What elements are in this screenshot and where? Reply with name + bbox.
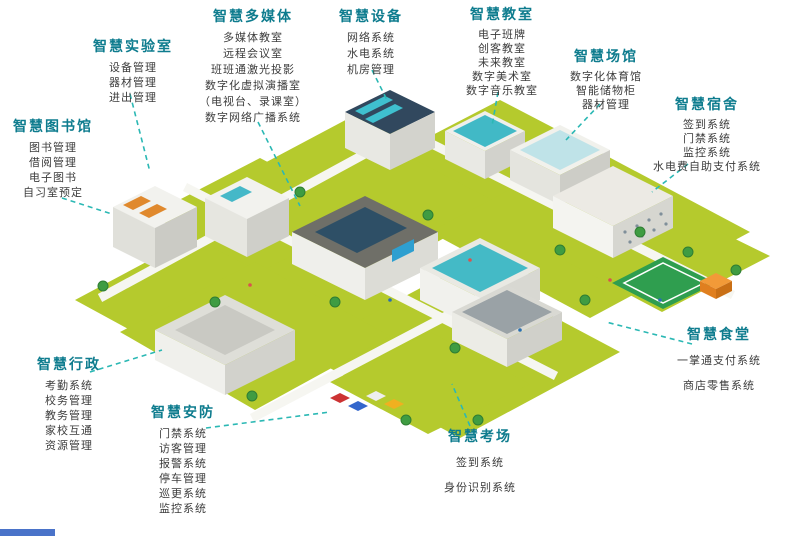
label-item: 资源管理 bbox=[45, 439, 93, 452]
connector-admin bbox=[89, 349, 163, 373]
label-item: 商店零售系统 bbox=[683, 379, 755, 392]
group-title-classroom: 智慧教室 bbox=[470, 7, 534, 23]
label-item: 器材管理 bbox=[109, 76, 157, 89]
label-item: 数字音乐教室 bbox=[466, 84, 538, 97]
group-title-venue: 智慧场馆 bbox=[574, 49, 638, 65]
label-item: 巡更系统 bbox=[159, 487, 207, 500]
label-item: 校务管理 bbox=[45, 394, 93, 407]
label-item: 一掌通支付系统 bbox=[677, 354, 761, 367]
group-title-canteen: 智慧食堂 bbox=[687, 327, 751, 343]
label-group-security: 智慧安防 门禁系统 访客管理 报警系统 停车管理 巡更系统 监控系统 bbox=[133, 402, 233, 516]
classroom-building bbox=[445, 111, 525, 179]
connector-classroom bbox=[491, 91, 499, 127]
laboratory-building bbox=[205, 177, 289, 257]
label-item: 门禁系统 bbox=[159, 427, 207, 440]
label-item: 图书管理 bbox=[29, 141, 77, 154]
connector-exam bbox=[451, 383, 471, 427]
group-title-security: 智慧安防 bbox=[151, 405, 215, 421]
label-group-equipment: 智慧设备 网络系统 水电系统 机房管理 bbox=[325, 6, 417, 78]
connector-dorm bbox=[651, 163, 689, 193]
cafeteria-building bbox=[452, 285, 562, 367]
label-item: 数字网络广播系统 bbox=[205, 111, 301, 124]
label-group-admin: 智慧行政 考勤系统 校务管理 教务管理 家校互通 资源管理 bbox=[19, 354, 119, 453]
label-item: 未来教室 bbox=[478, 56, 526, 69]
venue-building bbox=[510, 125, 610, 205]
label-item: 设备管理 bbox=[109, 61, 157, 74]
label-item: 进出管理 bbox=[109, 91, 157, 104]
label-item: 创客教室 bbox=[478, 42, 526, 55]
label-item: 电子图书 bbox=[29, 171, 77, 184]
trees bbox=[97, 186, 742, 426]
connector-security bbox=[205, 411, 331, 429]
cropped-edge-artifact bbox=[0, 529, 55, 536]
multimedia-hall-building bbox=[292, 196, 438, 300]
group-title-lab: 智慧实验室 bbox=[93, 39, 173, 55]
parked-cars bbox=[330, 391, 404, 411]
label-item: 自习室预定 bbox=[23, 186, 83, 199]
group-title-admin: 智慧行政 bbox=[37, 357, 101, 373]
label-item: 智能储物柜 bbox=[576, 84, 636, 97]
label-group-library: 智慧图书馆 图书管理 借阅管理 电子图书 自习室预定 bbox=[5, 116, 101, 200]
library-building bbox=[113, 186, 197, 268]
label-item: 器材管理 bbox=[582, 98, 630, 111]
connector-library bbox=[61, 197, 113, 215]
people-dots bbox=[248, 258, 662, 332]
group-title-equipment: 智慧设备 bbox=[339, 9, 403, 25]
label-item: 身份识别系统 bbox=[444, 481, 516, 494]
label-item: 监控系统 bbox=[683, 146, 731, 159]
label-group-exam: 智慧考场 签到系统 身份识别系统 bbox=[424, 426, 536, 500]
label-item: 网络系统 bbox=[347, 31, 395, 44]
connector-canteen bbox=[605, 321, 693, 345]
label-item: 数字化体育馆 bbox=[570, 70, 642, 83]
school-bus bbox=[700, 273, 732, 299]
admin-building bbox=[155, 295, 295, 395]
label-item: 数字美术室 bbox=[472, 70, 532, 83]
label-item: 签到系统 bbox=[683, 118, 731, 131]
label-item: 报警系统 bbox=[159, 457, 207, 470]
label-item: 监控系统 bbox=[159, 502, 207, 515]
connector-lines bbox=[61, 69, 693, 429]
label-item: 电子班牌 bbox=[478, 28, 526, 41]
label-item: 借阅管理 bbox=[29, 156, 77, 169]
group-title-dorm: 智慧宿舍 bbox=[675, 97, 739, 113]
label-item: 多媒体教室 bbox=[223, 31, 283, 44]
label-item: 机房管理 bbox=[347, 63, 395, 76]
label-group-multimedia: 智慧多媒体 多媒体教室 远程会议室 班班通激光投影 数字化虚拟演播室 （电视台、… bbox=[187, 6, 319, 126]
label-item: 水电费自助支付系统 bbox=[653, 160, 761, 173]
label-group-canteen: 智慧食堂 一掌通支付系统 商店零售系统 bbox=[640, 324, 798, 398]
label-group-lab: 智慧实验室 设备管理 器材管理 进出管理 bbox=[83, 36, 183, 105]
connector-multimedia bbox=[257, 121, 301, 207]
label-item: 远程会议室 bbox=[223, 47, 283, 60]
label-item: 门禁系统 bbox=[683, 132, 731, 145]
connector-equipment bbox=[371, 69, 389, 103]
connector-lab bbox=[129, 93, 151, 173]
label-item: 数字化虚拟演播室 bbox=[205, 79, 301, 92]
label-item: 考勤系统 bbox=[45, 379, 93, 392]
label-item: 家校互通 bbox=[45, 424, 93, 437]
label-item: 签到系统 bbox=[456, 456, 504, 469]
label-group-venue: 智慧场馆 数字化体育馆 智能储物柜 器材管理 bbox=[545, 46, 667, 112]
label-item: 访客管理 bbox=[159, 442, 207, 455]
group-title-multimedia: 智慧多媒体 bbox=[213, 9, 293, 25]
label-group-classroom: 智慧教室 电子班牌 创客教室 未来教室 数字美术室 数字音乐教室 bbox=[451, 4, 553, 98]
label-item: 教务管理 bbox=[45, 409, 93, 422]
group-title-library: 智慧图书馆 bbox=[13, 119, 93, 135]
server-room-building bbox=[345, 90, 435, 170]
label-item: 班班通激光投影 bbox=[211, 63, 295, 76]
label-group-dorm: 智慧宿舍 签到系统 门禁系统 监控系统 水电费自助支付系统 bbox=[628, 94, 786, 174]
label-item: （电视台、录课室） bbox=[199, 95, 307, 108]
label-item: 水电系统 bbox=[347, 47, 395, 60]
group-title-exam: 智慧考场 bbox=[448, 429, 512, 445]
label-item: 停车管理 bbox=[159, 472, 207, 485]
dormitory-building bbox=[553, 166, 673, 258]
